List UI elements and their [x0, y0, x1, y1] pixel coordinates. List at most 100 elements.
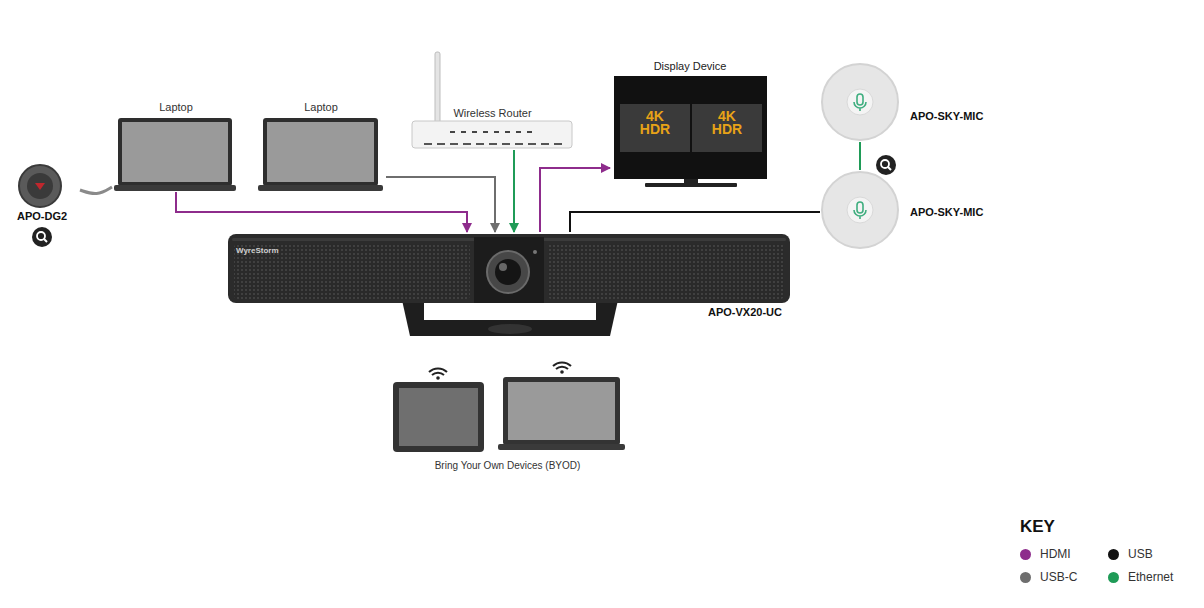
hdmi-connector — [176, 192, 467, 232]
laptop-bezel — [263, 118, 378, 186]
wifi-dot — [436, 376, 440, 380]
display-frame — [614, 76, 767, 179]
display-art — [614, 76, 767, 187]
search-icon-lens — [37, 232, 45, 240]
video-bar: APO-VX20-UC WyreStorm — [226, 232, 796, 340]
search-icon — [876, 155, 896, 175]
router-device: Wireless Router — [410, 50, 575, 150]
laptop-device: Laptop — [112, 98, 240, 192]
usb-connector — [570, 212, 820, 232]
microphone-icon — [857, 202, 863, 213]
router-art — [412, 52, 572, 148]
dongle-cable — [80, 187, 112, 194]
laptop-bezel — [118, 118, 232, 186]
camera-lens-ring — [487, 251, 529, 293]
search-icon — [32, 227, 52, 247]
microphone-device: APO-SKY-MIC — [820, 170, 990, 250]
dongle-button — [27, 173, 53, 199]
microphone-icon-stand — [854, 210, 866, 219]
microphone-art — [822, 64, 898, 140]
display-picture — [620, 104, 762, 152]
bar-speaker-grille — [234, 244, 470, 299]
legend-item: USB-C — [1020, 570, 1077, 584]
display-divider — [690, 104, 692, 152]
search-icon-disc — [876, 155, 896, 175]
device-label: Laptop — [112, 101, 240, 114]
ethernet-connector — [859, 142, 861, 170]
bar-body — [228, 234, 790, 303]
video-bar-art — [228, 234, 790, 336]
legend-text: USB — [1128, 547, 1153, 561]
camera-lens — [495, 259, 521, 285]
laptop-art — [498, 377, 625, 450]
router-lights — [450, 131, 532, 133]
wifi-arcs — [553, 362, 571, 369]
dongle-device: APO-DG2 — [10, 164, 80, 226]
router-body — [412, 121, 572, 148]
device-label: Display Device — [610, 60, 770, 73]
bar-speaker-grille — [548, 244, 784, 299]
camera-status-light — [533, 250, 537, 254]
laptop-base — [498, 444, 625, 450]
legend-text: Ethernet — [1128, 570, 1173, 584]
display-stand-neck — [684, 179, 698, 183]
screen-logo: 4K HDR — [710, 110, 744, 136]
wifi-dot — [560, 370, 564, 374]
device-label: APO-VX20-UC — [708, 306, 794, 319]
device-label: APO-SKY-MIC — [910, 206, 990, 219]
screen-logo: 4K HDR — [638, 110, 672, 136]
legend-swatch — [1108, 572, 1119, 583]
search-icon-handle — [44, 239, 47, 242]
microphone-device: APO-SKY-MIC — [820, 62, 990, 142]
laptop-base — [114, 185, 236, 191]
router-antenna — [435, 52, 440, 124]
group-caption: Bring Your Own Devices (BYOD) — [390, 460, 625, 472]
device-label: Wireless Router — [430, 107, 555, 120]
laptop-art — [258, 118, 383, 191]
microphone-button — [847, 89, 873, 115]
camera-lens-glint — [499, 263, 507, 271]
microphone-icon-stand — [854, 102, 866, 111]
dongle-body — [19, 165, 61, 207]
laptop-art — [114, 118, 236, 191]
legend-swatch — [1020, 572, 1031, 583]
laptop-screen — [267, 122, 374, 182]
legend-text: USB-C — [1040, 570, 1077, 584]
legend-title: KEY — [1020, 517, 1055, 537]
dongle-art — [19, 165, 61, 207]
usbc-connector — [386, 177, 495, 232]
router-ports — [424, 143, 562, 145]
microphone-body — [822, 172, 898, 248]
legend-item: Ethernet — [1108, 570, 1173, 584]
search-icon-disc — [32, 227, 52, 247]
search-icon-lens — [881, 160, 889, 168]
microphone-button — [847, 197, 873, 223]
byod-group: Bring Your Own Devices (BYOD) — [390, 362, 625, 474]
laptop-screen — [508, 382, 615, 440]
legend-item: USB — [1108, 547, 1153, 561]
bar-stand-opening — [424, 303, 596, 320]
wifi-arcs — [429, 368, 447, 375]
legend-item: HDMI — [1020, 547, 1071, 561]
microphone-art — [822, 172, 898, 248]
tablet-art — [393, 382, 484, 452]
wifi-icon — [553, 362, 571, 373]
laptop-screen — [122, 122, 228, 182]
bar-stand — [402, 300, 618, 336]
legend-swatch — [1020, 549, 1031, 560]
ethernet-connector — [513, 150, 515, 232]
legend-swatch — [1108, 549, 1119, 560]
laptop-bezel — [503, 377, 620, 445]
microphone-body — [822, 64, 898, 140]
device-label: Laptop — [256, 101, 386, 114]
device-label: APO-DG2 — [10, 210, 74, 223]
display-stand-base — [645, 183, 737, 187]
dongle-indicator — [35, 183, 45, 190]
display-device: Display Device 4K HDR 4K HDR — [610, 58, 770, 188]
brand-logo: WyreStorm — [236, 246, 316, 256]
tablet-frame — [393, 382, 484, 452]
bar-camera-block — [474, 237, 544, 303]
